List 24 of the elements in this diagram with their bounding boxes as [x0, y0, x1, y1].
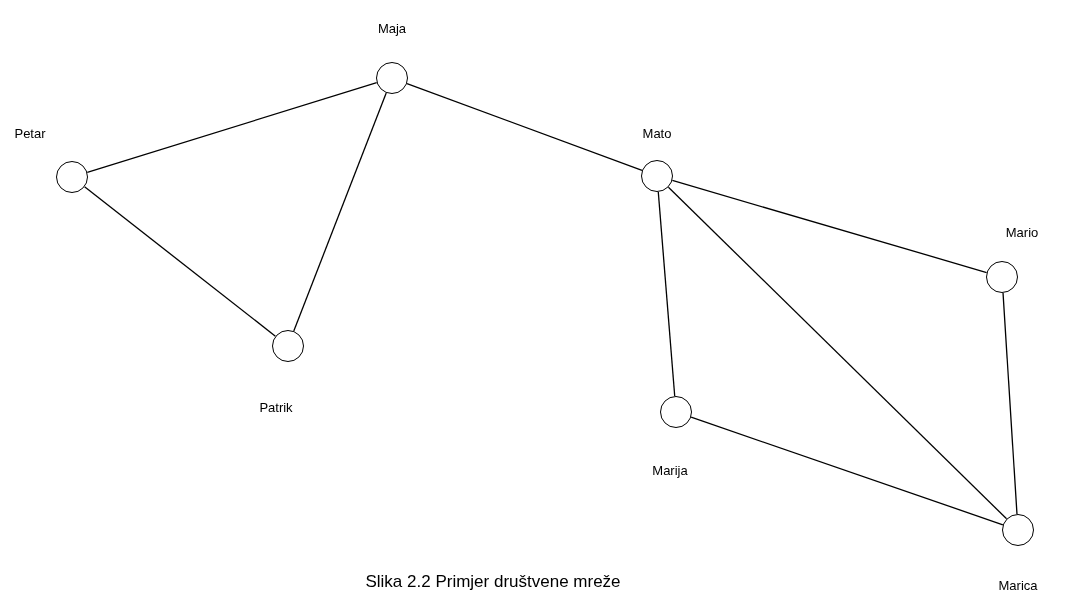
node-label: Mato	[642, 125, 672, 141]
node-label: Marija	[652, 462, 688, 478]
person-node-circle	[660, 396, 692, 428]
connection-line	[667, 186, 1008, 520]
person-node-circle	[376, 62, 408, 94]
node-label: Marica	[998, 577, 1038, 593]
person-node-circle	[986, 261, 1018, 293]
node-label: Maja	[377, 20, 407, 36]
connection-line	[406, 82, 643, 172]
node-label: Patrik	[259, 399, 293, 415]
node-label: Petar	[14, 125, 46, 141]
connection-line	[1002, 292, 1018, 515]
person-node-circle	[56, 161, 88, 193]
connection-line	[657, 191, 676, 397]
connection-line	[671, 179, 988, 274]
connection-line	[690, 416, 1004, 526]
person-node-circle	[1002, 514, 1034, 546]
node-label: Mario	[1005, 224, 1039, 240]
figure-caption: Slika 2.2 Primjer društvene mreže	[365, 572, 621, 592]
connection-line	[293, 92, 387, 332]
connection-line	[83, 186, 277, 337]
person-node-circle	[641, 160, 673, 192]
person-node-circle	[272, 330, 304, 362]
connection-line	[86, 82, 378, 173]
